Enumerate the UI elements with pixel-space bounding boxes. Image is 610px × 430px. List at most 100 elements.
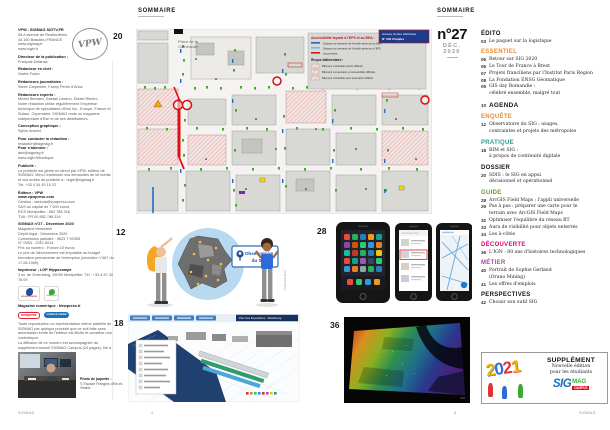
column-divider bbox=[112, 60, 113, 400]
svg-text:Cathédrale: Cathédrale bbox=[178, 44, 198, 49]
phone-list-screen bbox=[395, 223, 432, 301]
editor-line: RCS Montpellier : 852 788 316 bbox=[18, 209, 70, 214]
supplement-subtitle1: Nouvelle édition bbox=[551, 364, 591, 369]
supplement-subtitle2: pour les étudiants bbox=[549, 369, 593, 375]
issue-info-line: Dépôt légal : Décembre 2020 bbox=[18, 231, 68, 236]
france-dots bbox=[189, 240, 223, 286]
toc-item-cont: décisionnel et opérationnel bbox=[489, 179, 553, 185]
contact-label: Pour contacter la rédaction : bbox=[18, 136, 70, 141]
student-figure bbox=[518, 384, 523, 398]
printer-logos: LES IMPRIMEURS imprim'vert bbox=[18, 285, 114, 301]
contact-email: redaction@sigmag.fr bbox=[18, 141, 54, 146]
printer-label: Imprimeur : LGP Hippocampe bbox=[18, 268, 72, 273]
publisher-web2: www.sigtv.fr bbox=[18, 47, 38, 52]
feature-number-12: 12 bbox=[116, 227, 126, 237]
map-purple-marker bbox=[239, 191, 245, 194]
lidar-terrain bbox=[349, 323, 465, 395]
digital-label: Magazine numérique : Newpress.fr bbox=[18, 303, 81, 308]
city-map: Place de la Cathédrale Accessibilité faç… bbox=[136, 29, 432, 214]
map-incident-circles bbox=[172, 76, 430, 111]
editor-line: Gestion : lambda@vpwpress.com bbox=[18, 200, 75, 205]
france-map bbox=[177, 235, 233, 290]
map-legend-item: Distance de desserte de l'échelle aérien… bbox=[323, 46, 381, 50]
toc-section-pratique: PRATIQUE bbox=[481, 139, 514, 146]
advertising-text: La publicité est gérée en direct par VPW… bbox=[18, 168, 111, 183]
subscribe-web: www.sigtv.fr/boutique bbox=[18, 155, 54, 160]
sigmag-campus-logo: SIG MAG CAMPUS bbox=[538, 378, 604, 391]
map-legend-item: Distance de desserte de l'échelle aérien… bbox=[323, 41, 382, 45]
publisher-address1: 28 A avenue de Restinclières bbox=[18, 32, 67, 37]
page-header-left: SOMMAIRE bbox=[138, 8, 176, 14]
experts-note: Notre rédaction utilise régulièrement l'… bbox=[18, 102, 111, 121]
issue-info-line: Magazine trimestriel bbox=[18, 227, 52, 232]
toc-item-cont: (Orano Mining) bbox=[489, 274, 525, 280]
experts-label: Rédacteurs experts : bbox=[18, 92, 56, 97]
advertising-tel: Tél. +33 4 34 43 15 22 bbox=[18, 182, 57, 187]
map-legend-risk: Bâtiment vulnérable (accès difficile) bbox=[322, 64, 363, 68]
bim-buildings bbox=[168, 331, 292, 347]
cover-photo-caption: Photo de jaquette : © Espace Frangins d'… bbox=[80, 377, 128, 391]
map-red-callout bbox=[287, 62, 303, 68]
toc-item-cont: terrain avec ArcGIS Field Maps bbox=[489, 211, 563, 217]
lidar-river bbox=[416, 325, 464, 369]
supplement-year: 2021 bbox=[484, 356, 521, 381]
bim-viewer-screenshot: Parc des Expositions - Strasbourg bbox=[128, 314, 300, 402]
toc-section-agenda: 10 AGENDA bbox=[481, 102, 519, 110]
map-legend-title: Accessibilité façade à l'EPS et au BEA : bbox=[311, 36, 375, 40]
cover-photo-label: Photo de jaquette : bbox=[80, 377, 112, 381]
journalists-label: Rédacteurs journalistes : bbox=[18, 80, 64, 85]
sign-line2: du SIG bbox=[252, 258, 267, 263]
sign-line1: Observatoire bbox=[245, 251, 274, 256]
observatoire-image: Observatoire du SIG © Bénédicte Brune bbox=[128, 224, 290, 310]
newpress-logo: newpress bbox=[18, 311, 40, 319]
editor-label: Éditeur : VPW bbox=[18, 190, 44, 195]
toc-section-decouverte: DÉCOUVERTE bbox=[481, 241, 526, 248]
map-title-line1: Annexe Centre Historique bbox=[382, 32, 417, 36]
map-yellow-marker bbox=[398, 185, 405, 191]
issue-info-line: N° ISSN : 2267-8014 bbox=[18, 241, 54, 246]
nxtbook-logo: nxtbook media bbox=[43, 312, 70, 318]
issue-info-line: Commission paritaire : 0623 T 92355 bbox=[18, 236, 81, 241]
illustration-woman-right bbox=[255, 238, 279, 302]
feature-number-20: 20 bbox=[113, 31, 123, 41]
publisher-name: VPW - SIGMAG SIGTV.FR bbox=[18, 28, 64, 32]
toc-section-edito: ÉDITO bbox=[481, 31, 501, 37]
map-risk-blocks bbox=[137, 88, 429, 166]
design-label: Conception graphique : bbox=[18, 124, 61, 129]
leaf-icon bbox=[48, 289, 55, 296]
publisher-address2: 34 160 Beaulieu FRANCE bbox=[18, 37, 63, 42]
imprimvert-logo: imprim'vert bbox=[44, 285, 59, 301]
map-title-line2: N° 003 Chapitre bbox=[382, 37, 405, 41]
map-place-label: Place de la Cathédrale bbox=[178, 39, 199, 49]
logo-mag: MAG bbox=[572, 378, 587, 385]
toc-section-perspectives: PERSPECTIVES bbox=[481, 291, 531, 298]
vpw-logo-text: VPW bbox=[77, 37, 103, 51]
student-figure bbox=[502, 386, 507, 399]
reproduction-note: Toute reproduction ou représentation mêm… bbox=[18, 321, 112, 341]
illustration-woman-left bbox=[146, 237, 173, 304]
footer-brand-left: SIGMAG bbox=[18, 411, 35, 415]
design-value: Sylvie Amelot bbox=[18, 129, 41, 134]
lidar-scan: IGN bbox=[344, 317, 470, 403]
observatoire-illustration: Observatoire du SIG © Bénédicte Brune bbox=[128, 224, 290, 310]
direction-label: Directeur de la publication : bbox=[18, 54, 69, 59]
footer-page-right: 5 bbox=[454, 411, 457, 415]
supplement-box: 2021 SUPPLÉMENT Nouvelle édition pour le… bbox=[481, 352, 608, 404]
bim-toolbar: Parc des Expositions - Strasbourg bbox=[128, 314, 300, 322]
map-legend-title2: Risque bâtimentaire : bbox=[311, 58, 343, 62]
highlighted-list-item bbox=[399, 249, 428, 260]
chief-label: Rédacteur en chef : bbox=[18, 67, 54, 72]
map-warning-icon bbox=[153, 99, 163, 108]
